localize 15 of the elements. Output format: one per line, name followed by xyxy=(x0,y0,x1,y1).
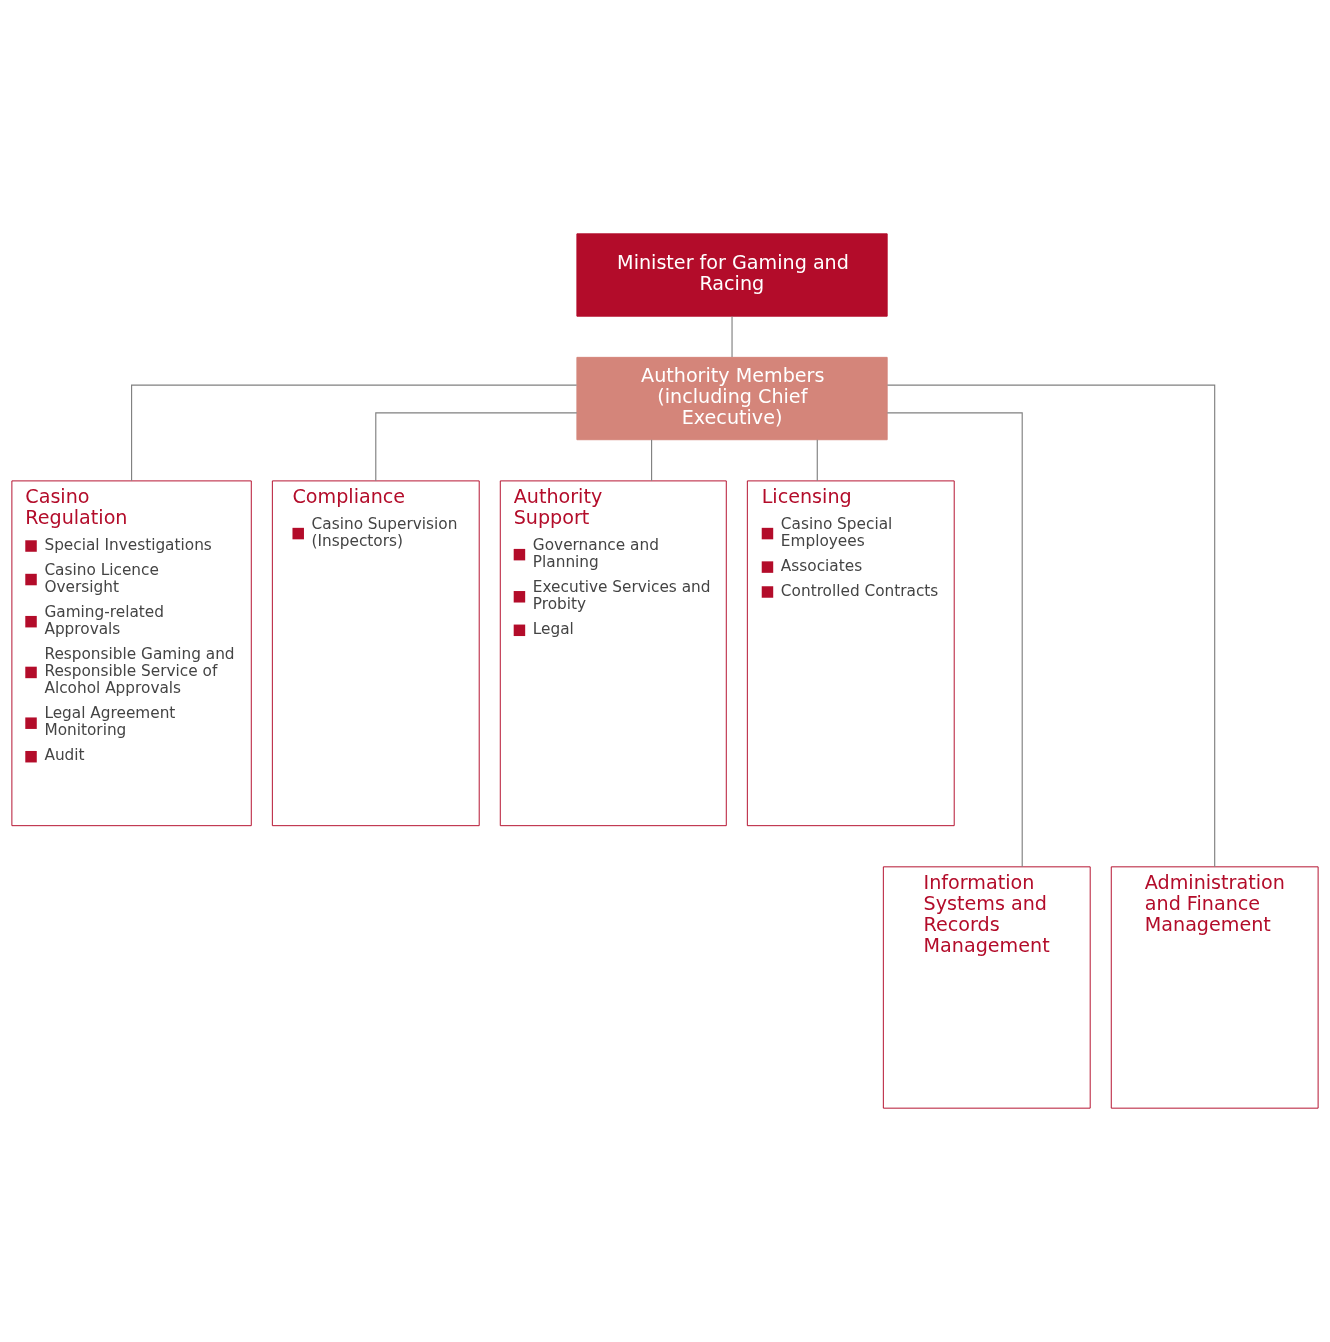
node-box: Authority Support Governance and Planning Executive Services and Probity Legal xyxy=(499,480,727,827)
connector xyxy=(886,412,1023,868)
node-box: Administration and Finance Management xyxy=(1110,866,1319,1109)
node-box: Minister for Gaming and Racing xyxy=(576,233,888,317)
connector xyxy=(886,384,1216,868)
connector xyxy=(651,439,653,482)
connector xyxy=(816,439,818,482)
node-box: Licensing Casino Special Employees Associates Controlled Contracts xyxy=(746,480,955,827)
connector xyxy=(375,412,578,482)
node-box: Casino Regulation Special Investigations Casino Licence Oversight Gaming-related Approvals Responsible Gaming and Responsible Service of Alcohol Approvals Legal Agreement Monitoring Audit xyxy=(11,480,252,827)
node-box: Compliance Casino Supervision (Inspectors) xyxy=(271,480,480,827)
connector xyxy=(731,315,733,358)
connector xyxy=(131,384,578,482)
node-box: Information Systems and Records Management xyxy=(882,866,1091,1109)
node-box: Authority Members (including Chief Executive) xyxy=(576,356,888,441)
